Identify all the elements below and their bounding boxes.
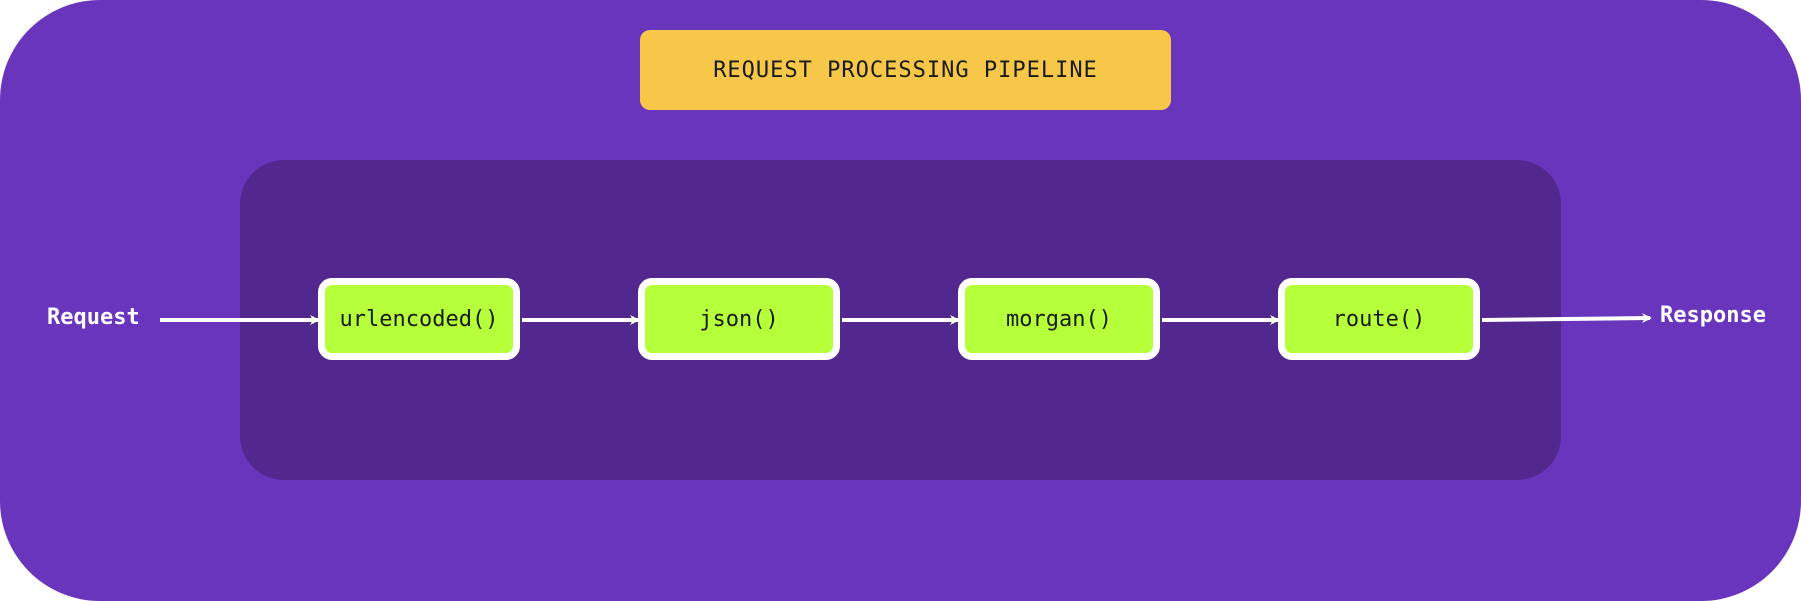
node-urlencoded: urlencoded()	[318, 278, 520, 360]
node-json: json()	[638, 278, 840, 360]
request-label: Request	[47, 305, 140, 330]
diagram-title: REQUEST PROCESSING PIPELINE	[640, 30, 1171, 110]
response-label: Response	[1660, 303, 1766, 328]
node-route: route()	[1278, 278, 1480, 360]
node-morgan: morgan()	[958, 278, 1160, 360]
